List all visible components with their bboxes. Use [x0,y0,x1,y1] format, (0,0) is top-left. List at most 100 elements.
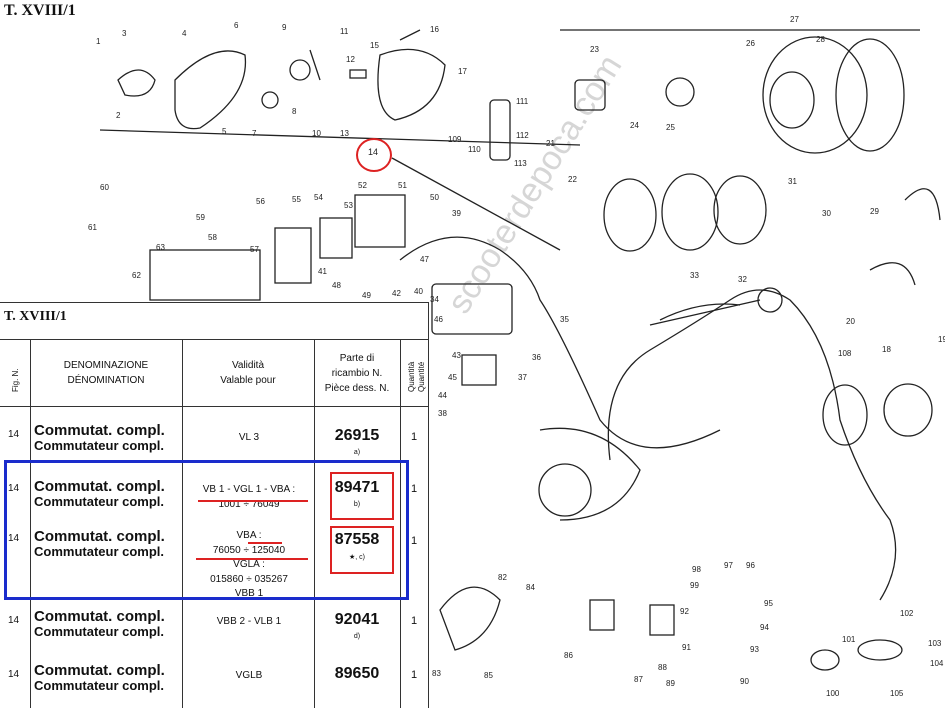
callout-87: 87 [634,675,643,684]
row-validity: VGLB [186,669,312,684]
callout-94: 94 [760,623,769,632]
denomination-fr: Commutateur compl. [34,437,165,453]
row-note: d) [353,633,361,640]
callout-97: 97 [724,561,733,570]
callout-51: 51 [398,181,407,190]
callout-37: 37 [518,373,527,382]
row-note: a) [353,449,361,456]
row-part-number: 26915 [334,427,380,444]
callout-54: 54 [314,193,323,202]
callout-83: 83 [432,669,441,678]
denomination-fr: Commutateur compl. [34,543,165,559]
row-denomination: Commutat. compl. Commutateur compl. [34,663,184,692]
header-quantity: Quantità Quantité [400,339,428,407]
callout-4: 4 [182,29,187,38]
callout-36: 36 [532,353,541,362]
callout-12: 12 [346,55,355,64]
callout-24: 24 [630,121,639,130]
row-denomination: Commutat. compl. Commutateur compl. [34,609,184,638]
callout-113: 113 [514,159,527,168]
column-rule [314,339,315,708]
callout-99: 99 [690,581,699,590]
row-validity: VB 1 - VGL 1 - VBA : 1001 ÷ 76049 [186,483,312,512]
callout-35: 35 [560,315,569,324]
header-denomination-it: DENOMINAZIONE [63,360,149,371]
row-fig: 14 [8,483,20,494]
callout-91: 91 [682,643,691,652]
callout-25: 25 [666,123,675,132]
validity-line: 1001 ÷ 76049 [218,498,280,510]
callout-27: 27 [790,15,799,24]
denomination-it: Commutat. compl. [34,608,165,625]
denomination-fr: Commutateur compl. [34,677,165,693]
headlamp-lens [835,38,905,152]
validity-line: VB 1 - VGL 1 - VBA : [202,484,296,495]
callout-62: 62 [132,271,141,280]
callout-104: 104 [930,659,944,668]
validity-line: VBB 2 - VLB 1 [216,616,282,627]
callout-55: 55 [292,195,301,204]
callout-111: 111 [516,97,529,106]
callout-28: 28 [816,35,825,44]
callout-88: 88 [658,663,667,672]
header-part-1: Parte di [339,352,375,364]
row-denomination: Commutat. compl. Commutateur compl. [34,479,184,508]
validity-line: VBA : [236,530,262,541]
callout-34: 34 [430,295,439,304]
callout-48: 48 [332,281,341,290]
row-part-number: 89650 [334,665,380,682]
callout-26: 26 [746,39,755,48]
voltage-regulator [431,283,513,335]
validity-line: VBB 1 [234,588,264,599]
callout-30: 30 [822,209,831,218]
row-quantity: 1 [410,615,418,627]
callout-41: 41 [318,267,327,276]
row-denomination: Commutat. compl. Commutateur compl. [34,529,184,558]
callout-7: 7 [252,129,257,138]
callout-89: 89 [666,679,675,688]
horn-ring [822,384,868,446]
callout-49: 49 [362,291,371,300]
wiring-harness [399,236,721,449]
header-denomination: DENOMINAZIONE DÉNOMINATION [30,339,182,407]
row-quantity: 1 [410,669,418,681]
header-qty-fr: Quantité [417,361,426,392]
denomination-it: Commutat. compl. [34,478,165,495]
denomination-fr: Commutateur compl. [34,623,165,639]
lens-ring [661,173,719,251]
row-quantity: 1 [410,535,418,547]
horn-cover [174,50,247,130]
callout-101: 101 [842,635,856,644]
column-rule [182,339,183,708]
row-part-number: 89471 [334,479,380,496]
callout-59: 59 [196,213,205,222]
callout-33: 33 [690,271,699,280]
callout-13: 13 [340,129,349,138]
callout-3: 3 [122,29,127,38]
callout-22: 22 [568,175,577,184]
callout-86: 86 [564,651,573,660]
callout-50: 50 [430,193,439,202]
row-note: b) [353,501,361,508]
callout-63: 63 [156,243,165,252]
red-underline [248,542,282,544]
header-part-2: ricambio N. [331,367,383,379]
callout-45: 45 [448,373,457,382]
callout-98: 98 [692,565,701,574]
switch-body [377,48,446,121]
header-part-number: Parte di ricambio N. Pièce dess. N. [314,339,400,407]
callout-1: 1 [96,37,101,46]
callout-95: 95 [764,599,773,608]
denomination-it: Commutat. compl. [34,528,165,545]
callout-56: 56 [256,197,265,206]
validity-line: VGLA : [233,559,265,570]
table-title: T. XVIII/1 [4,309,67,324]
callout-17: 17 [458,67,467,76]
column-rule [400,339,401,708]
junction-box [354,194,406,248]
callout-85: 85 [484,671,493,680]
validity-line: 015860 ÷ 035267 [210,573,288,585]
validity-line: VL 3 [238,432,260,443]
plate-title: T. XVIII/1 [4,2,76,19]
